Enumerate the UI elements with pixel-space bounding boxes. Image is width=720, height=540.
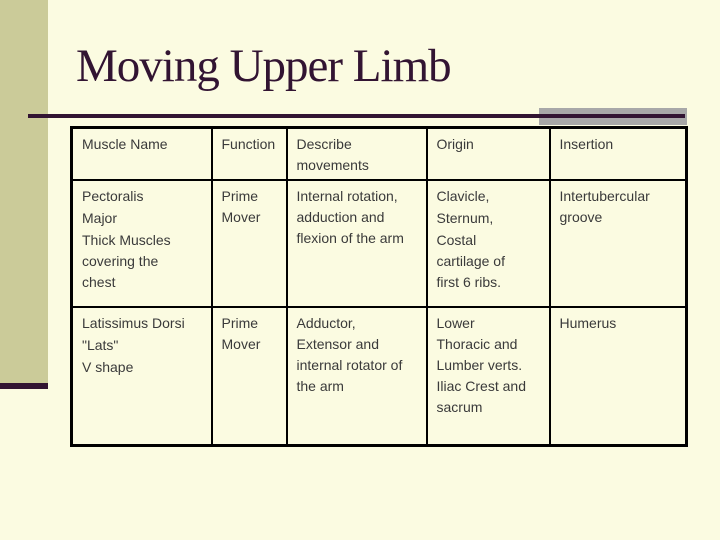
origin-cell: Lower Thoracic and Lumber verts. Iliac C… bbox=[425, 305, 551, 447]
muscle-name-cell: Latissimus Dorsi "Lats" V shape bbox=[70, 305, 213, 447]
cell-line: Humerus bbox=[559, 314, 617, 331]
function-cell: Prime Mover bbox=[210, 305, 288, 447]
column-header-describe-movements: Describe movements bbox=[285, 126, 428, 181]
muscle-table: Muscle Name Function Describe movements … bbox=[70, 126, 688, 447]
cell-line: Prime Mover bbox=[221, 314, 261, 352]
cell-line: Internal rotation, adduction and flexion… bbox=[296, 187, 404, 246]
column-header-insertion: Insertion bbox=[548, 126, 688, 181]
describe-movements-cell: Adductor, Extensor and internal rotator … bbox=[285, 305, 428, 447]
left-accent-bar bbox=[0, 0, 48, 383]
cell-line: V shape bbox=[82, 358, 134, 375]
cell-line: Major bbox=[82, 209, 118, 226]
muscle-table-container: Muscle Name Function Describe movements … bbox=[70, 126, 688, 447]
table-header-row: Muscle Name Function Describe movements … bbox=[70, 126, 688, 181]
cell-line: Costal cartilage of first 6 ribs. bbox=[436, 231, 505, 290]
origin-cell: Clavicle, Sternum, Costal cartilage of f… bbox=[425, 178, 551, 308]
table-row-pectoralis-major: Pectoralis Major Thick Muscles covering … bbox=[70, 178, 688, 308]
muscle-name-cell: Pectoralis Major Thick Muscles covering … bbox=[70, 178, 213, 308]
cell-line: Thick Muscles covering the chest bbox=[82, 231, 171, 290]
cell-line: Intertubercular groove bbox=[559, 187, 650, 225]
column-header-function: Function bbox=[210, 126, 288, 181]
title-divider-rule bbox=[28, 114, 685, 118]
cell-line: Sternum, bbox=[436, 209, 494, 226]
cell-line: Clavicle, bbox=[436, 187, 490, 204]
cell-line: Latissimus Dorsi bbox=[82, 314, 185, 331]
cell-line: Adductor, Extensor and internal rotator … bbox=[296, 314, 403, 394]
cell-line: Lower Thoracic and Lumber verts. Iliac C… bbox=[436, 314, 526, 415]
function-cell: Prime Mover bbox=[210, 178, 288, 308]
left-accent-bar-cap bbox=[0, 383, 48, 389]
describe-movements-cell: Internal rotation, adduction and flexion… bbox=[285, 178, 428, 308]
column-header-muscle-name: Muscle Name bbox=[70, 126, 213, 181]
insertion-cell: Humerus bbox=[548, 305, 688, 447]
page-title: Moving Upper Limb bbox=[76, 40, 452, 92]
column-header-origin: Origin bbox=[425, 126, 551, 181]
cell-line: Prime Mover bbox=[221, 187, 261, 225]
cell-line: "Lats" bbox=[82, 336, 119, 353]
insertion-cell: Intertubercular groove bbox=[548, 178, 688, 308]
cell-line: Pectoralis bbox=[82, 187, 144, 204]
table-row-latissimus-dorsi: Latissimus Dorsi "Lats" V shape Prime Mo… bbox=[70, 305, 688, 447]
